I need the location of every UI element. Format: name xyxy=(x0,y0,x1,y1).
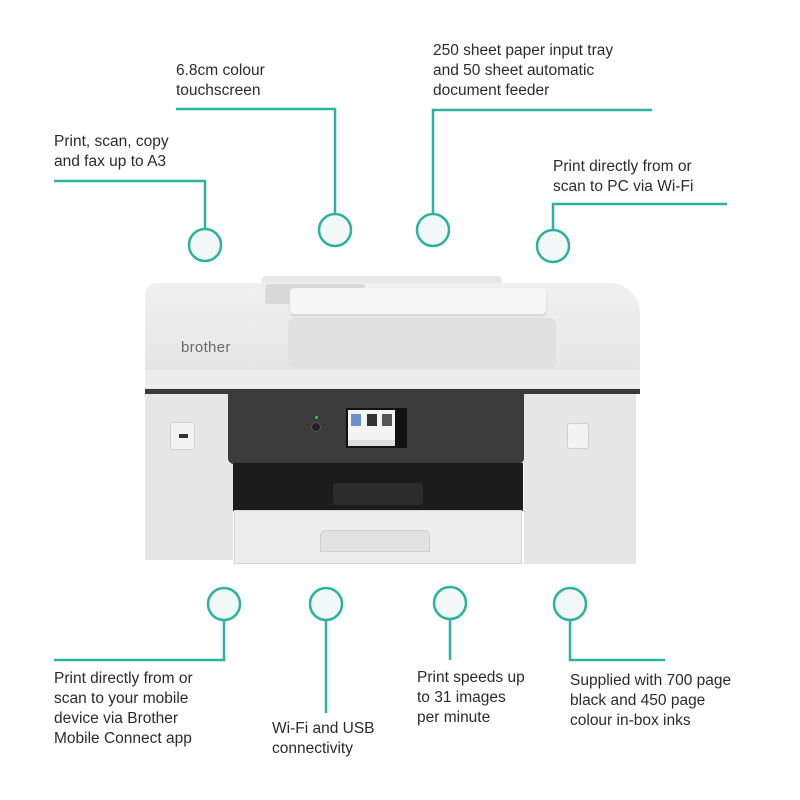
callout-inks: Supplied with 700 page black and 450 pag… xyxy=(570,671,731,731)
callout-text: scan to PC via Wi-Fi xyxy=(553,178,694,195)
callout-connectivity: Wi-Fi and USB connectivity xyxy=(272,719,375,759)
touchscreen xyxy=(346,408,397,448)
paper-tray-handle xyxy=(320,530,430,552)
callout-marker xyxy=(432,585,468,621)
body-seam xyxy=(145,389,640,394)
callout-text: Wi-Fi and USB xyxy=(272,720,375,737)
callout-speed: Print speeds up to 31 images per minute xyxy=(417,668,525,728)
callout-line-a3 xyxy=(54,179,207,229)
callout-text: document feeder xyxy=(433,82,550,99)
callout-marker xyxy=(552,586,588,622)
callout-marker xyxy=(415,212,451,248)
callout-marker xyxy=(535,228,571,264)
power-button xyxy=(311,422,321,432)
callout-text: Print speeds up xyxy=(417,669,525,686)
callout-pc-wifi: Print directly from or scan to PC via Wi… xyxy=(553,157,693,197)
callout-text: and fax up to A3 xyxy=(54,153,167,170)
scanner-lid-edge xyxy=(145,370,640,388)
right-panel xyxy=(524,394,636,564)
callout-line-inks xyxy=(568,620,665,662)
callout-text: touchscreen xyxy=(176,82,261,99)
callout-line-pc-wifi xyxy=(551,202,727,230)
callout-marker xyxy=(308,586,344,622)
callout-text: Print, scan, copy xyxy=(54,133,169,150)
callout-text: and 50 sheet automatic xyxy=(433,62,595,79)
callout-text: Mobile Connect app xyxy=(54,730,192,747)
callout-paper-tray: 250 sheet paper input tray and 50 sheet … xyxy=(433,41,613,101)
callout-touchscreen: 6.8cm colour touchscreen xyxy=(176,61,265,101)
adf-output xyxy=(288,318,556,368)
callout-text: 6.8cm colour xyxy=(176,62,265,79)
callout-text: connectivity xyxy=(272,740,353,757)
adf-tray xyxy=(290,288,546,314)
callout-text: to 31 images xyxy=(417,689,506,706)
callout-text: black and 450 page xyxy=(570,692,706,709)
callout-line-mobile xyxy=(54,620,226,662)
callout-text: Print directly from or xyxy=(54,670,193,687)
touch-keys xyxy=(397,408,407,448)
callout-marker xyxy=(187,227,223,263)
callout-text: Supplied with 700 page xyxy=(570,672,732,689)
callout-text: device via Brother xyxy=(54,710,179,727)
callout-text: Print directly from or xyxy=(553,158,692,175)
ink-cover-handle xyxy=(567,423,589,449)
callout-line-touchscreen xyxy=(176,107,337,214)
callout-marker xyxy=(317,212,353,248)
callout-marker xyxy=(206,586,242,622)
callout-a3: Print, scan, copy and fax up to A3 xyxy=(54,132,169,172)
callout-mobile: Print directly from or scan to your mobi… xyxy=(54,669,193,749)
output-tray-extension xyxy=(333,483,423,505)
left-panel xyxy=(145,394,233,560)
callout-text: scan to your mobile xyxy=(54,690,189,707)
brand-logo: brother xyxy=(181,339,231,356)
power-led xyxy=(315,416,318,419)
usb-port-icon xyxy=(170,422,195,450)
callout-line-paper-tray xyxy=(431,108,652,214)
callout-text: colour in-box inks xyxy=(570,712,691,729)
callout-text: per minute xyxy=(417,709,491,726)
callout-text: 250 sheet paper input tray xyxy=(433,42,614,59)
